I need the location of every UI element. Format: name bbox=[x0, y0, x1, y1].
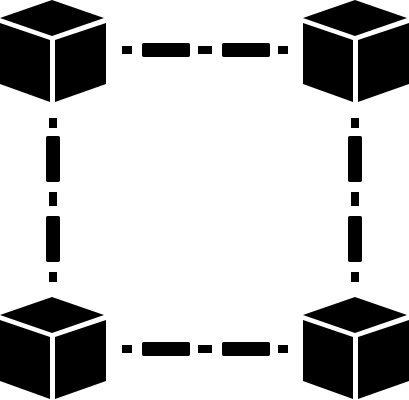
link-bottom bbox=[122, 342, 288, 356]
cube-icon-bottom-right bbox=[303, 297, 409, 399]
cube-icon-bottom-left bbox=[0, 297, 106, 399]
cube-icon-top-right bbox=[303, 0, 409, 102]
link-right bbox=[348, 118, 362, 282]
link-top bbox=[122, 43, 288, 57]
cube-icon-top-left bbox=[0, 0, 106, 102]
link-left bbox=[46, 118, 60, 282]
